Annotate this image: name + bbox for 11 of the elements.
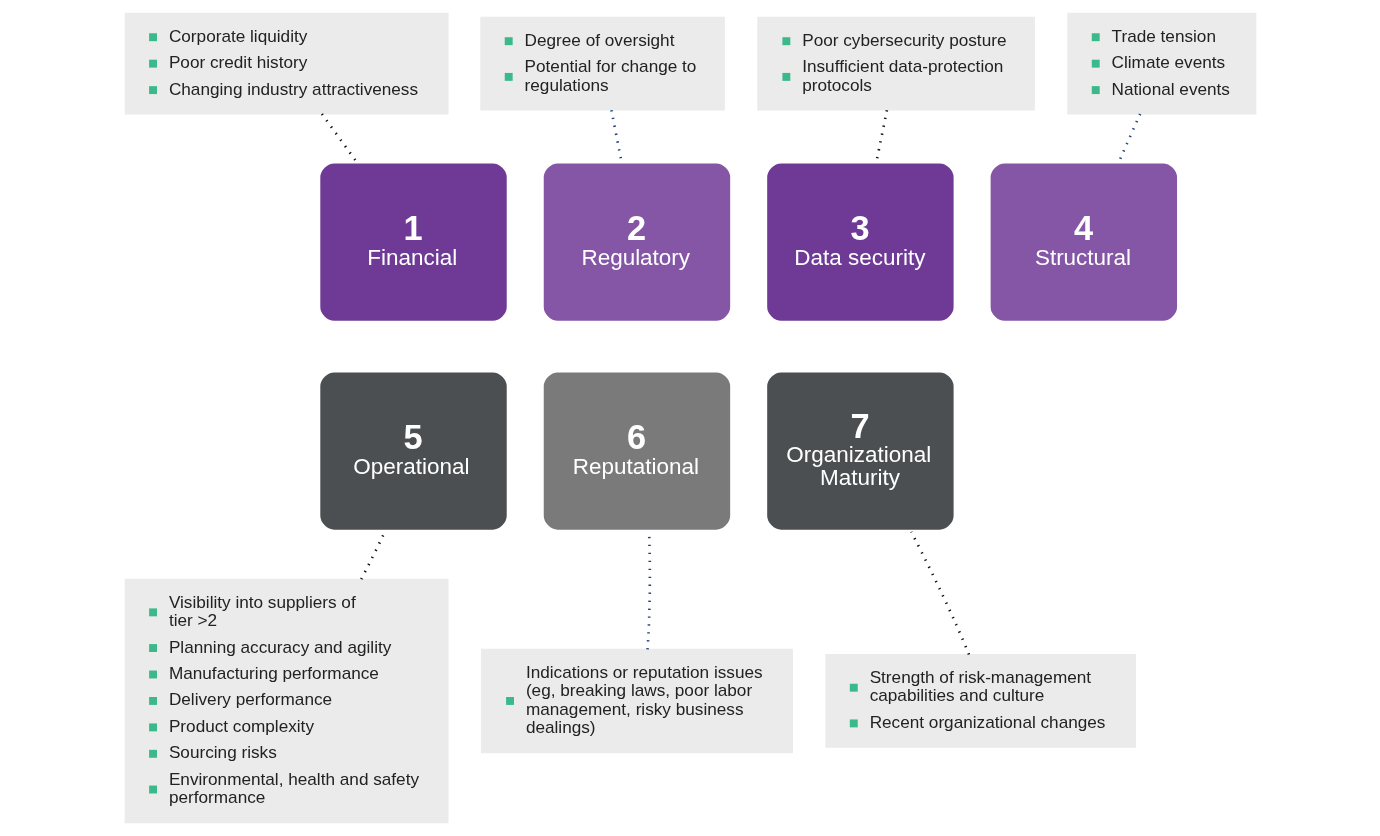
node-box: Corporate liquidity Poor credit history Changing industry attractiveness xyxy=(124,12,449,115)
connector xyxy=(320,113,357,163)
node-box: Strength of risk-management capabilities and culture Recent organizational changes xyxy=(824,654,1136,748)
node-box: Poor cybersecurity posture Insufficient data-protection protocols xyxy=(756,16,1035,111)
node-box: Degree of oversight Potential for change to regulations xyxy=(479,16,725,111)
node-box: Visibility into suppliers of tier >2 Planning accuracy and agility Manufacturing performance Delivery performance Product complexity Sourcing risks Environmental, health and safety performance xyxy=(124,578,449,824)
connector xyxy=(1117,113,1141,162)
connector xyxy=(909,531,970,655)
node-box: Indications or reputation issues (eg, breaking laws, poor labor management, risky business dealings) xyxy=(480,648,793,754)
node-box: Trade tension Climate events National events xyxy=(1066,12,1256,115)
connector xyxy=(609,110,623,162)
